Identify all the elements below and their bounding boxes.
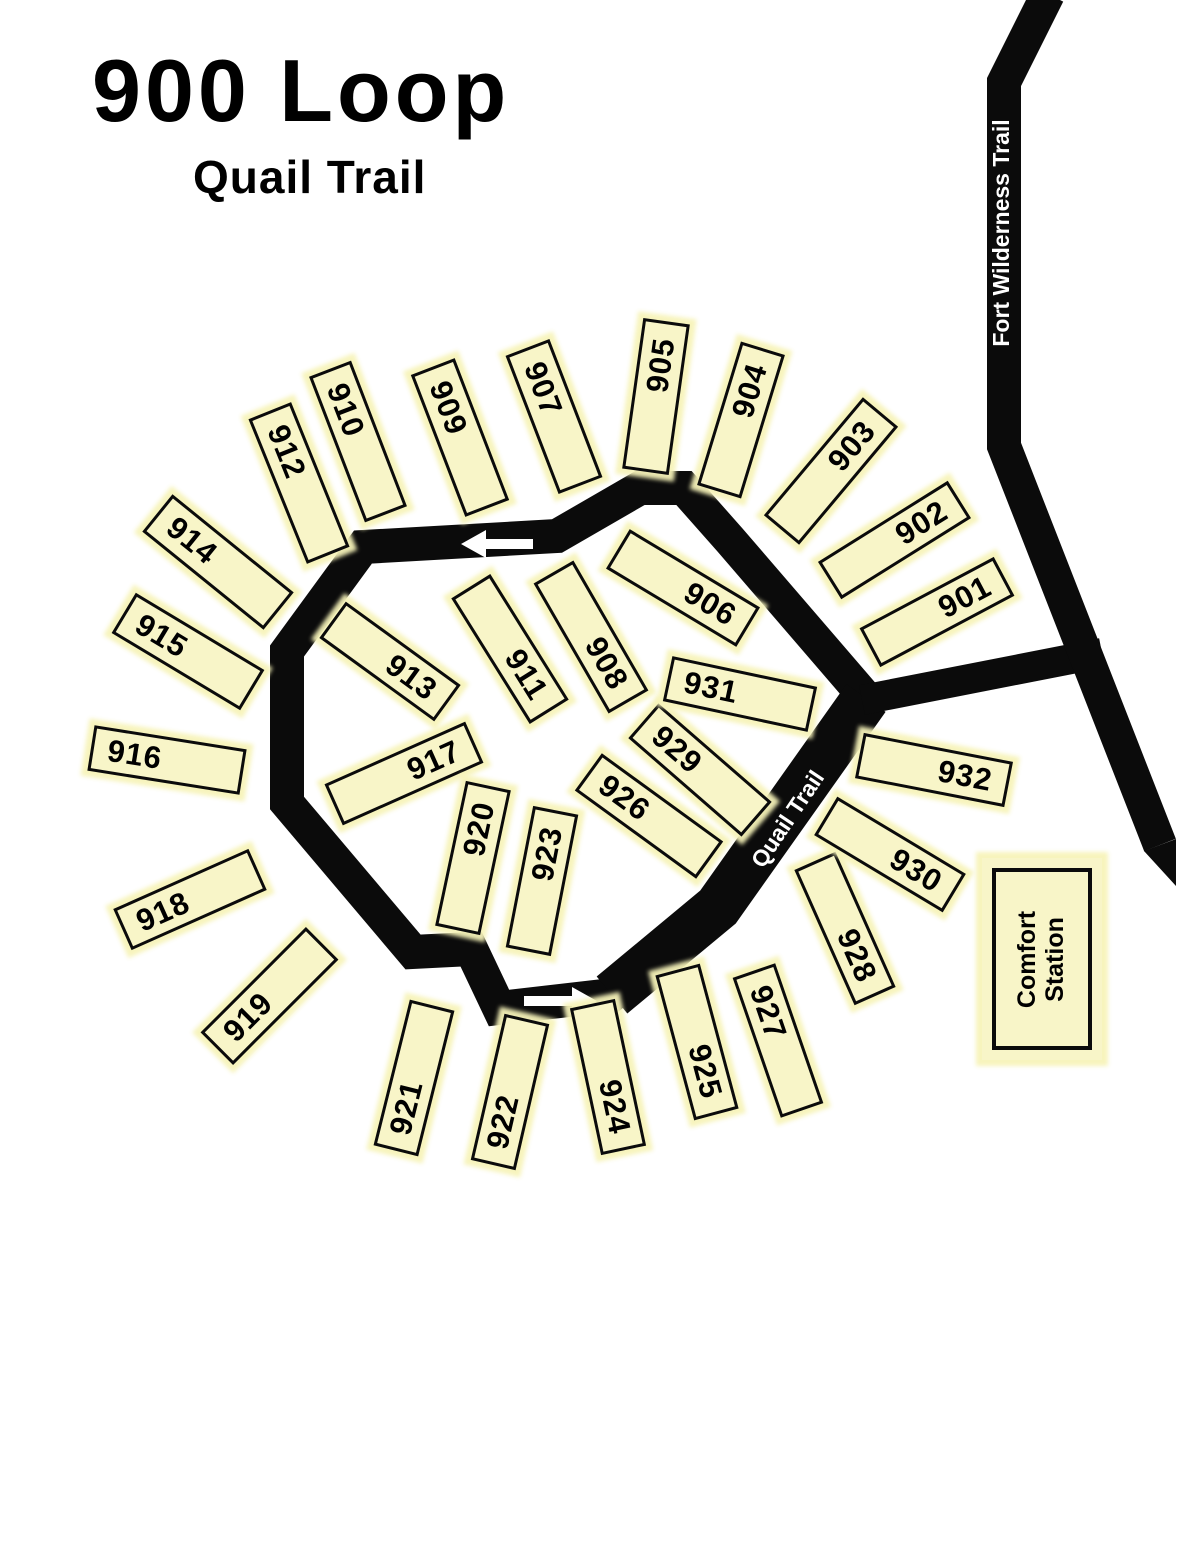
comfort-station-border: Comfort Station <box>992 868 1092 1050</box>
campsite-number: 931 <box>680 664 742 711</box>
page-title: 900 Loop <box>92 41 511 140</box>
campsite-number: 916 <box>105 732 165 776</box>
campsite-number: 924 <box>592 1076 638 1138</box>
campsite-number: 905 <box>638 335 682 395</box>
comfort-station-line2: Station <box>1041 916 1069 1002</box>
campsite-number: 932 <box>934 753 996 798</box>
direction-arrow-left-icon <box>461 530 533 558</box>
connector-road <box>859 638 1105 715</box>
comfort-station-line1: Comfort <box>1013 910 1042 1008</box>
comfort-station: Comfort Station <box>982 858 1102 1060</box>
campsite-number: 920 <box>455 798 502 860</box>
comfort-station-label: Comfort Station <box>1013 910 1070 1008</box>
fort-wilderness-trail-label: Fort Wilderness Trail <box>988 119 1014 346</box>
fort-wilderness-trail-road <box>987 0 1176 852</box>
fort-wilderness-trail-tip <box>1144 839 1176 886</box>
campsite-number: 923 <box>524 823 570 884</box>
quail-trail-segment <box>596 684 886 1014</box>
page-subtitle: Quail Trail <box>193 151 427 203</box>
